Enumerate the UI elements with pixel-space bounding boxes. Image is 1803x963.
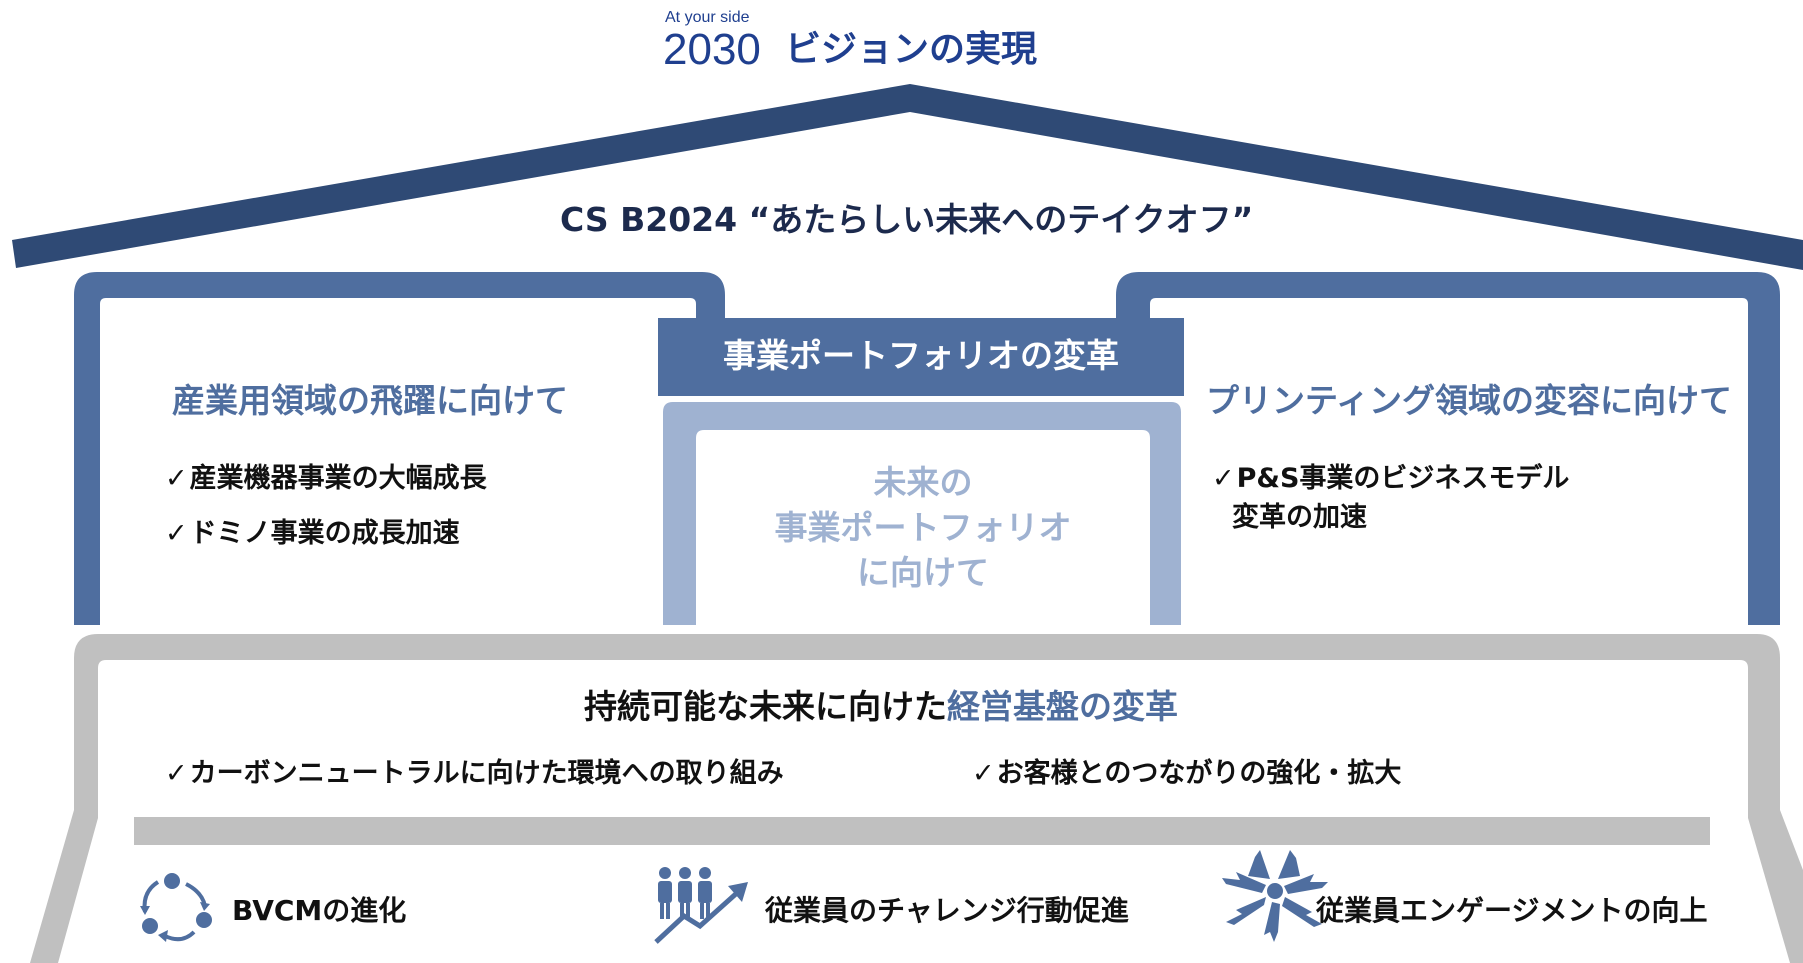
center-line: 未来の <box>873 463 973 502</box>
portfolio-banner-bg <box>658 318 1184 396</box>
bottom-item-label: BVCMの進化 <box>232 894 407 927</box>
vision-title: ビジョンの実現 <box>785 29 1038 70</box>
right-pillar-item: P&S事業のビジネスモデル <box>1212 462 1570 496</box>
left-wall-frame <box>74 272 725 625</box>
right-wall-frame <box>1116 272 1780 625</box>
foundation-item: お客様とのつながりの強化・拡大 <box>972 757 1402 791</box>
foundation-title: 持続可能な未来に向けた経営基盤の変革 <box>584 686 1178 728</box>
left-pillar-title: 産業用領域の飛躍に向けて <box>172 381 568 420</box>
foundation-item: カーボンニュートラルに向けた環境への取り組み <box>165 757 784 791</box>
foundation-divider <box>134 817 1710 845</box>
vision-tag: At your side <box>665 9 750 26</box>
center-line: に向けて <box>857 553 989 592</box>
center-pillar-text: 未来の 事業ポートフォリオ に向けて <box>696 460 1150 595</box>
center-line: 事業ポートフォリオ <box>774 508 1072 547</box>
roof <box>12 84 1803 270</box>
cycle-icon <box>140 873 212 942</box>
bottom-item-label: 従業員のチャレンジ行動促進 <box>765 894 1129 927</box>
plan-title: CS B2024 “あたらしい未来へのテイクオフ” <box>560 200 1254 239</box>
bottom-item-label: 従業員エンゲージメントの向上 <box>1316 894 1708 927</box>
hands-together-icon <box>1222 850 1328 942</box>
left-pillar-item: ドミノ事業の成長加速 <box>165 517 460 551</box>
foundation-title-prefix: 持続可能な未来に向けた <box>584 687 947 726</box>
foundation-title-highlight: 経営基盤の変革 <box>947 687 1178 726</box>
left-pillar-item: 産業機器事業の大幅成長 <box>165 462 487 496</box>
portfolio-banner: 事業ポートフォリオの変革 <box>723 336 1119 375</box>
vision-year: 2030 <box>663 25 761 74</box>
people-growth-icon <box>654 867 748 944</box>
center-frame <box>663 402 1181 625</box>
right-pillar-title: プリンティング領域の変容に向けて <box>1206 381 1733 420</box>
right-pillar-item: 変革の加速 <box>1232 502 1367 533</box>
